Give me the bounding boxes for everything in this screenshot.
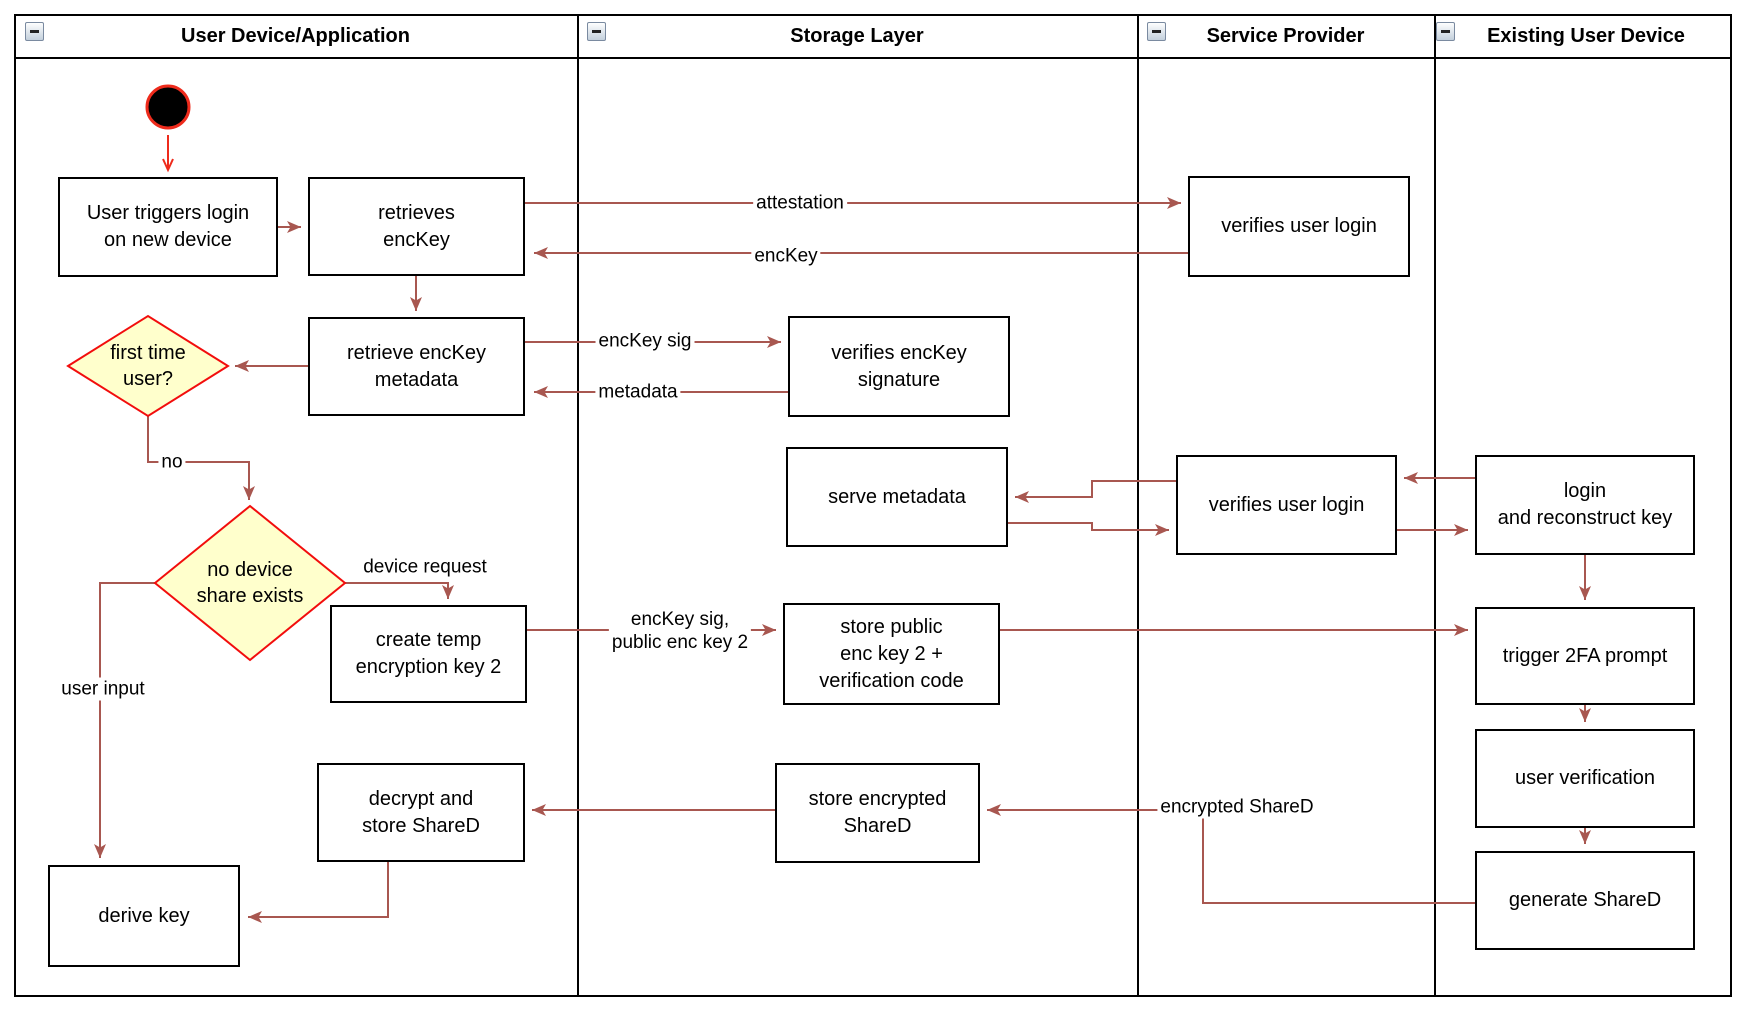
node-generate-shared[interactable]: generate ShareD bbox=[1475, 851, 1695, 950]
collapse-lane-icon[interactable] bbox=[587, 22, 606, 41]
minus-icon bbox=[1152, 30, 1161, 33]
decision-label-no-device-share: no device share exists bbox=[196, 559, 304, 607]
collapse-lane-icon[interactable] bbox=[25, 22, 44, 41]
edge-label-no: no bbox=[158, 450, 186, 474]
edge-label-enckey: encKey bbox=[751, 244, 821, 268]
lane-title-user-device: User Device/Application bbox=[181, 24, 410, 47]
edge-label-device-request: device request bbox=[360, 555, 490, 579]
node-verifies-enckey-signature[interactable]: verifies encKey signature bbox=[788, 316, 1010, 417]
start-node[interactable] bbox=[145, 84, 191, 130]
node-derive-key[interactable]: derive key bbox=[48, 865, 240, 967]
minus-icon bbox=[30, 30, 39, 33]
collapse-lane-icon[interactable] bbox=[1436, 22, 1455, 41]
edge-label-user-input: user input bbox=[58, 677, 148, 701]
node-trigger-2fa-prompt[interactable]: trigger 2FA prompt bbox=[1475, 607, 1695, 705]
edge-login-to-serve-metadata bbox=[1015, 480, 1176, 503]
node-retrieve-enckey-metadata[interactable]: retrieve encKey metadata bbox=[308, 317, 525, 416]
lane-divider-2 bbox=[1137, 14, 1139, 997]
edge-label-attestation: attestation bbox=[753, 191, 847, 215]
collapse-lane-icon[interactable] bbox=[1147, 22, 1166, 41]
edge-device-request bbox=[345, 582, 454, 599]
decision-label-first-time: first time user? bbox=[110, 342, 186, 390]
lane-title-existing-user-device: Existing User Device bbox=[1487, 24, 1685, 47]
lane-divider-1 bbox=[577, 14, 579, 997]
node-verifies-user-login-top[interactable]: verifies user login bbox=[1188, 176, 1410, 277]
diagram-border bbox=[14, 14, 1732, 997]
node-login-reconstruct-key[interactable]: login and reconstruct key bbox=[1475, 455, 1695, 555]
node-create-temp-key[interactable]: create temp encryption key 2 bbox=[330, 605, 527, 703]
minus-icon bbox=[1441, 30, 1450, 33]
node-decrypt-store-shared[interactable]: decrypt and store ShareD bbox=[317, 763, 525, 862]
edge-label-enckey-sig: encKey sig bbox=[595, 329, 695, 353]
edge-label-metadata: metadata bbox=[595, 380, 681, 404]
edge-serve-metadata-to-login bbox=[1008, 522, 1169, 536]
node-verifies-user-login-mid[interactable]: verifies user login bbox=[1176, 455, 1397, 555]
node-serve-metadata[interactable]: serve metadata bbox=[786, 447, 1008, 547]
edge-label-encrypted-shared: encrypted ShareD bbox=[1157, 795, 1317, 819]
lane-title-service-provider: Service Provider bbox=[1206, 24, 1365, 47]
node-store-public-key[interactable]: store public enc key 2 + verification co… bbox=[783, 603, 1000, 705]
edge-label-enckey-sig-public: encKey sig, public enc key 2 bbox=[608, 608, 752, 654]
lane-title-storage-layer: Storage Layer bbox=[790, 24, 924, 47]
decision-no-device-share[interactable] bbox=[153, 504, 347, 662]
lane-divider-3 bbox=[1434, 14, 1436, 997]
edge-user-input bbox=[94, 582, 155, 858]
edge-encrypted-shared bbox=[987, 804, 1475, 904]
edge-no-branch bbox=[147, 416, 255, 500]
node-user-triggers-login[interactable]: User triggers login on new device bbox=[58, 177, 278, 277]
decision-first-time-user[interactable] bbox=[66, 314, 230, 418]
node-user-verification[interactable]: user verification bbox=[1475, 729, 1695, 828]
minus-icon bbox=[592, 30, 601, 33]
edge-decrypt-to-derive-key bbox=[248, 862, 389, 923]
header-divider bbox=[14, 57, 1732, 59]
node-retrieves-enckey[interactable]: retrieves encKey bbox=[308, 177, 525, 276]
node-store-encrypted-shared[interactable]: store encrypted ShareD bbox=[775, 763, 980, 863]
